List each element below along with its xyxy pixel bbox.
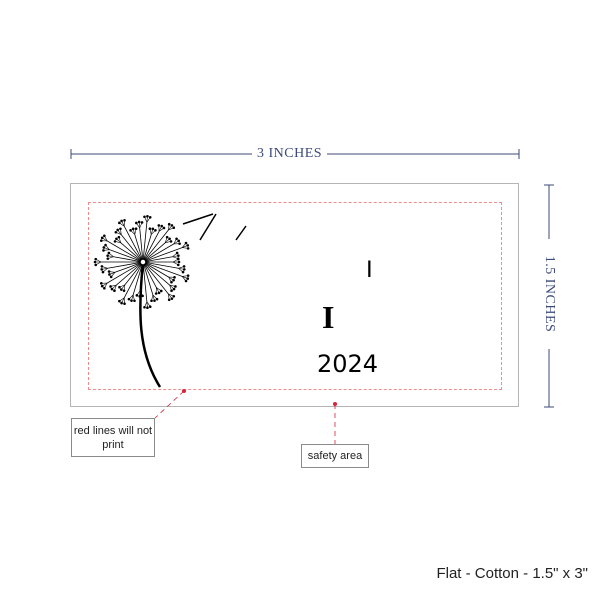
card-preview <box>70 183 519 407</box>
card-text-line2: I <box>322 299 335 335</box>
safety-area-callout: safety area <box>301 444 369 468</box>
card-year: 2024 <box>317 350 379 378</box>
product-description: Flat - Cotton - 1.5" x 3" <box>436 565 588 582</box>
width-label: 3 INCHES <box>252 146 328 162</box>
card-text-line1: I <box>366 256 373 283</box>
dandelion-illustration <box>93 213 247 388</box>
safety-area-border <box>88 202 502 390</box>
red-lines-callout: red lines will not print <box>71 418 155 457</box>
